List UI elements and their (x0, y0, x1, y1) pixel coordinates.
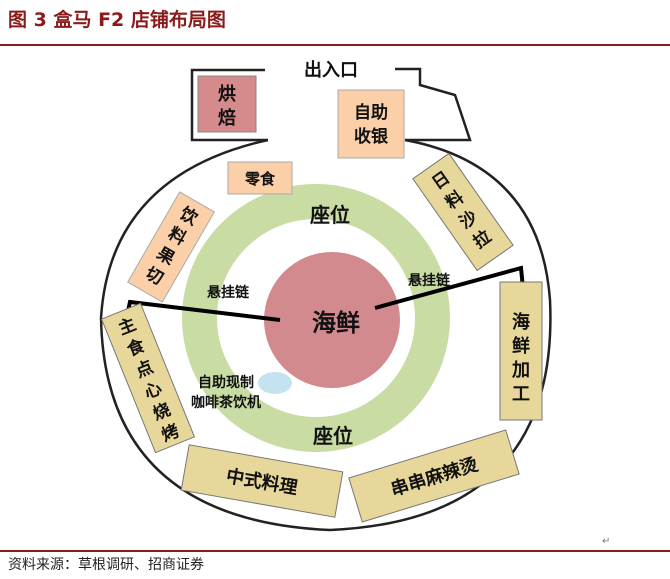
title-rule (0, 44, 670, 46)
staple-dimsum-roast-label-1: 主 (115, 314, 139, 340)
seating-bottom-label: 座位 (313, 424, 353, 448)
conveyor-right-line (374, 265, 525, 310)
seafood-processing-label-4: 工 (512, 384, 530, 405)
chinese-cuisine-box (180, 444, 344, 518)
bottom-rule (0, 550, 670, 552)
self-checkout-box (337, 89, 405, 159)
staple-dimsum-roast-box (100, 302, 196, 454)
seafood-processing-label-3: 加 (511, 360, 530, 381)
staple-dimsum-roast-label-6: 烤 (158, 420, 182, 446)
store-outline (99, 138, 552, 532)
snacks-label: 零食 (244, 170, 276, 188)
center-seafood-label: 海鲜 (312, 309, 360, 337)
snacks-box (227, 161, 293, 195)
seafood-processing-box (499, 281, 543, 421)
entrance-label: 出入口 (304, 59, 358, 81)
seafood-processing-label-2: 鲜 (512, 335, 530, 357)
bakery-label-1: 烘 (218, 84, 236, 105)
bakery-box (197, 75, 257, 133)
coffee-machine-spot (258, 372, 292, 394)
paragraph-mark: ↵ (602, 536, 611, 547)
center-seafood-circle (264, 252, 400, 388)
japanese-salad-box (412, 152, 514, 272)
bakery-label-2: 焙 (218, 107, 236, 129)
self-checkout-label-1: 自助 (354, 102, 388, 123)
self-checkout-label-2: 收银 (354, 126, 389, 147)
coffee-machine-label-2: 咖啡茶饮机 (191, 394, 261, 411)
conveyor-left-label: 悬挂链 (206, 284, 250, 301)
drinks-fruit-box (126, 191, 216, 303)
staple-dimsum-roast-label-3: 点 (133, 356, 157, 382)
figure-title: 图 3 盒马 F2 店铺布局图 (8, 9, 226, 31)
skewers-malatang-box (348, 429, 520, 523)
coffee-machine-label-1: 自助现制 (198, 374, 254, 391)
staple-dimsum-roast-label-5: 烧 (150, 400, 173, 425)
entrance-bracket-right (395, 67, 472, 142)
source-note: 资料来源：草根调研、招商证券 (8, 557, 204, 573)
conveyor-right-label: 悬挂链 (407, 272, 451, 289)
entrance-bracket-left (190, 68, 268, 142)
seating-top-label: 座位 (310, 203, 350, 227)
seafood-processing-label-1: 海 (512, 311, 530, 333)
staple-dimsum-roast-label-4: 心 (142, 379, 165, 404)
